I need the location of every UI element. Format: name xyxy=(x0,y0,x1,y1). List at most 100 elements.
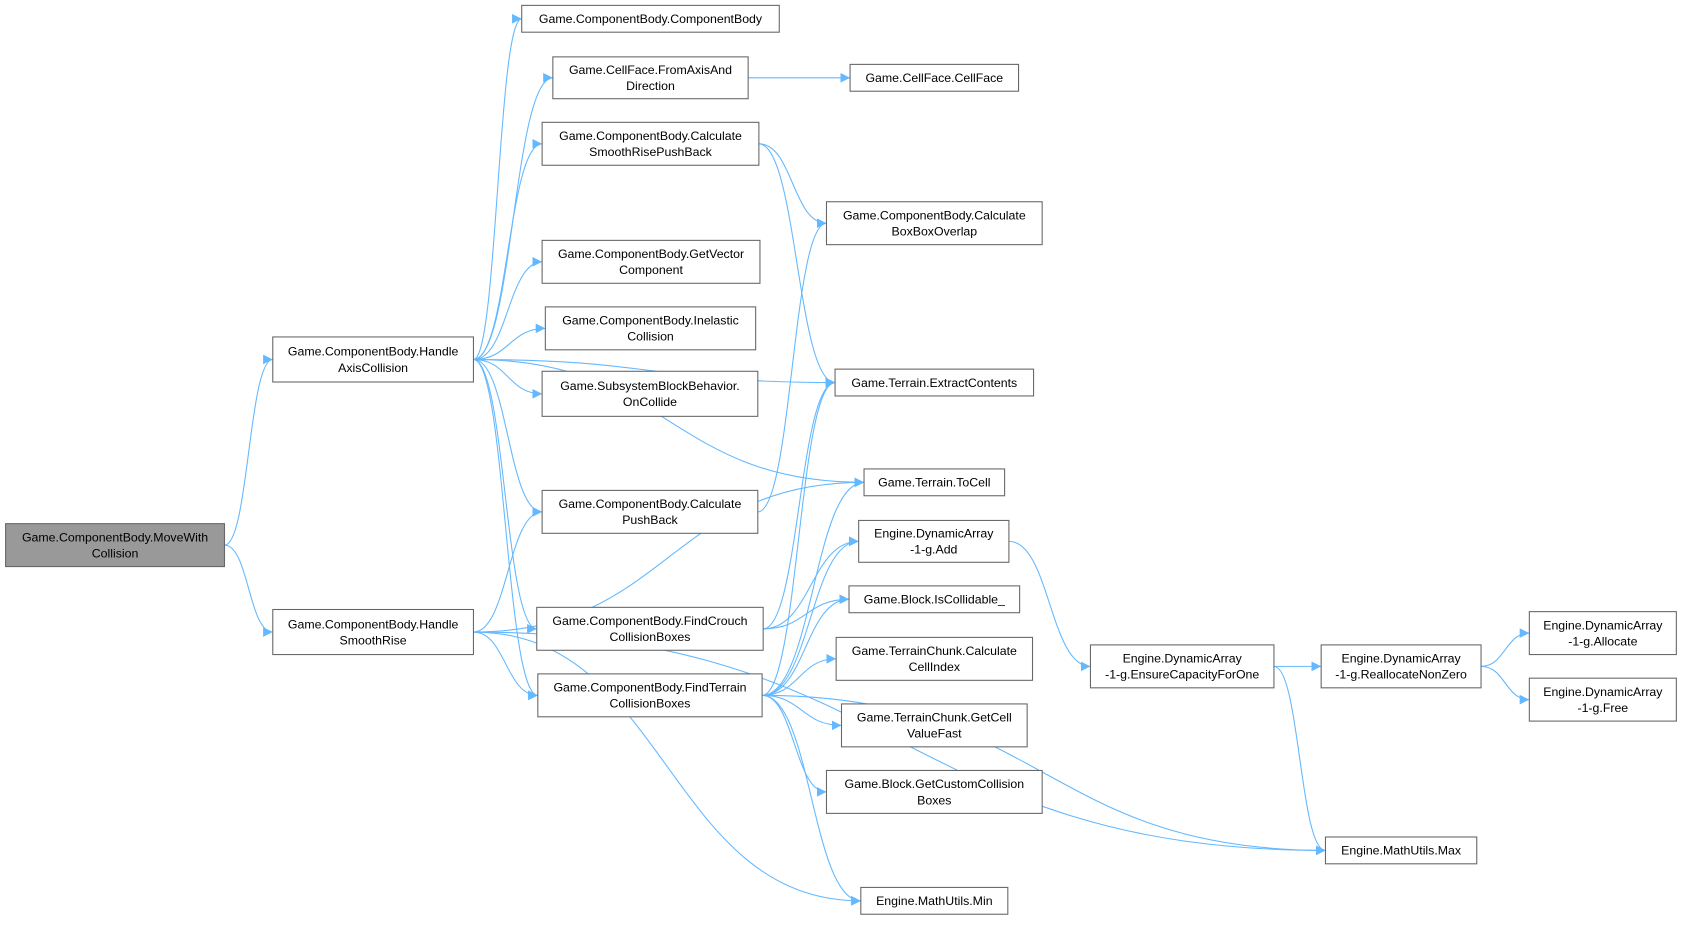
node-label: Direction xyxy=(626,79,675,93)
node-label: Game.ComponentBody.Handle xyxy=(288,345,459,359)
graph-node-cellface[interactable]: Game.CellFace.CellFace xyxy=(849,63,1020,92)
edge-crouch-to-extract xyxy=(763,377,836,630)
node-label: -1-g.EnsureCapacityForOne xyxy=(1105,668,1259,682)
edges xyxy=(224,14,1530,906)
graph-node-extract[interactable]: Game.Terrain.ExtractContents xyxy=(834,368,1035,397)
node-label: Game.ComponentBody.ComponentBody xyxy=(539,12,763,26)
graph-node-max[interactable]: Engine.MathUtils.Max xyxy=(1324,836,1478,865)
edge-axis-to-terrain xyxy=(473,358,538,701)
node-label: Game.ComponentBody.GetVector xyxy=(558,247,744,261)
edge-terrain-to-add xyxy=(762,536,859,696)
graph-node-alloc[interactable]: Engine.DynamicArray -1-g.Allocate xyxy=(1528,611,1677,656)
graph-node-srpb[interactable]: Game.ComponentBody.CalculateSmoothRisePu… xyxy=(541,121,760,166)
graph-node-ensure[interactable]: Engine.DynamicArray -1-g.EnsureCapacityFo… xyxy=(1089,644,1275,689)
node-label: Engine.DynamicArray xyxy=(874,527,994,541)
graph-node-ctor[interactable]: Game.ComponentBody.ComponentBody xyxy=(521,4,780,33)
node-box xyxy=(840,703,1028,748)
node-box xyxy=(541,370,759,417)
node-label: CollisionBoxes xyxy=(610,697,691,711)
node-label: Game.TerrainChunk.Calculate xyxy=(852,644,1017,658)
node-label: Game.Block.IsCollidable_ xyxy=(864,593,1005,607)
edge-terrain-to-iscoll xyxy=(762,594,850,696)
graph-node-free[interactable]: Engine.DynamicArray-1-g.Free xyxy=(1528,677,1677,722)
graph-node-min[interactable]: Engine.MathUtils.Min xyxy=(860,886,1009,915)
node-box xyxy=(1320,644,1482,689)
node-label: Engine.MathUtils.Max xyxy=(1341,844,1462,858)
nodes: Game.ComponentBody.MoveWithCollisionGame… xyxy=(5,4,1677,915)
node-label: Boxes xyxy=(917,793,951,807)
edge-axis-to-srpb xyxy=(473,139,543,361)
edge-axis-to-pushback xyxy=(473,358,543,517)
node-label: Engine.MathUtils.Min xyxy=(876,894,993,908)
node-box xyxy=(1528,677,1677,722)
graph-node-crouch[interactable]: Game.ComponentBody.FindCrouchCollisionBo… xyxy=(536,606,764,651)
node-box xyxy=(834,368,1035,397)
edge-terrain-to-tocell xyxy=(762,477,865,696)
graph-node-iscoll[interactable]: Game.Block.IsCollidable_ xyxy=(848,585,1021,614)
graph-node-tocell[interactable]: Game.Terrain.ToCell xyxy=(863,468,1006,497)
edge-axis-to-crouch xyxy=(473,358,537,634)
node-label: ValueFast xyxy=(907,727,962,741)
node-box xyxy=(537,673,763,718)
edge-axis-to-tocell xyxy=(473,358,865,488)
node-box xyxy=(5,523,226,568)
node-box xyxy=(1324,836,1478,865)
edge-srpb-to-boxbox xyxy=(758,143,827,229)
node-label: OnCollide xyxy=(623,395,677,409)
node-label: SmoothRisePushBack xyxy=(589,145,712,159)
node-label: Game.ComponentBody.FindCrouch xyxy=(552,614,747,628)
node-label: Game.ComponentBody.MoveWith xyxy=(22,530,208,544)
node-box xyxy=(521,4,780,33)
edge-realloc-to-free xyxy=(1481,665,1530,705)
node-label: Component xyxy=(619,263,683,277)
graph-node-add[interactable]: Engine.DynamicArray-1-g.Add xyxy=(858,519,1010,563)
graph-node-oncol[interactable]: Game.SubsystemBlockBehavior.OnCollide xyxy=(541,370,759,417)
node-box xyxy=(863,468,1006,497)
node-label: Game.ComponentBody.Handle xyxy=(288,617,459,631)
edge-terrain-to-min xyxy=(762,694,861,906)
node-box xyxy=(541,239,761,284)
node-label: Game.ComponentBody.Calculate xyxy=(559,497,742,511)
node-label: CollisionBoxes xyxy=(610,630,691,644)
edge-realloc-to-alloc xyxy=(1481,628,1530,667)
node-label: -1-g.ReallocateNonZero xyxy=(1335,668,1467,682)
node-label: Game.ComponentBody.Calculate xyxy=(559,129,742,143)
edge-srpb-to-extract xyxy=(758,143,836,388)
graph-node-terrain[interactable]: Game.ComponentBody.FindTerrainCollisionB… xyxy=(537,673,763,718)
node-label: PushBack xyxy=(622,513,678,527)
node-label: -1-g.Free xyxy=(1577,701,1628,715)
node-box xyxy=(858,519,1010,563)
node-box xyxy=(825,769,1043,814)
node-label: -1-g.Allocate xyxy=(1568,634,1637,648)
graph-node-realloc[interactable]: Engine.DynamicArray-1-g.ReallocateNonZer… xyxy=(1320,644,1482,689)
edge-terrain-to-custom xyxy=(762,694,827,797)
node-label: Engine.DynamicArray xyxy=(1543,618,1663,632)
node-label: Game.ComponentBody.FindTerrain xyxy=(553,681,746,695)
node-box xyxy=(825,201,1043,246)
node-label: BoxBoxOverlap xyxy=(891,225,977,239)
node-box xyxy=(541,121,760,166)
node-box xyxy=(552,56,749,100)
node-label: Collision xyxy=(92,546,139,560)
node-label: Game.ComponentBody.Inelastic xyxy=(562,314,739,328)
graph-node-boxbox[interactable]: Game.ComponentBody.CalculateBoxBoxOverla… xyxy=(825,201,1043,246)
edge-move-to-axis xyxy=(224,354,273,546)
edge-crouch-to-iscoll xyxy=(763,594,850,630)
edge-rise-to-pushback xyxy=(473,507,543,633)
node-box xyxy=(849,63,1020,92)
edge-terrain-to-cellval xyxy=(762,694,842,731)
node-box xyxy=(272,608,474,656)
edge-move-to-rise xyxy=(224,544,273,637)
node-label: Engine.DynamicArray xyxy=(1123,652,1243,666)
